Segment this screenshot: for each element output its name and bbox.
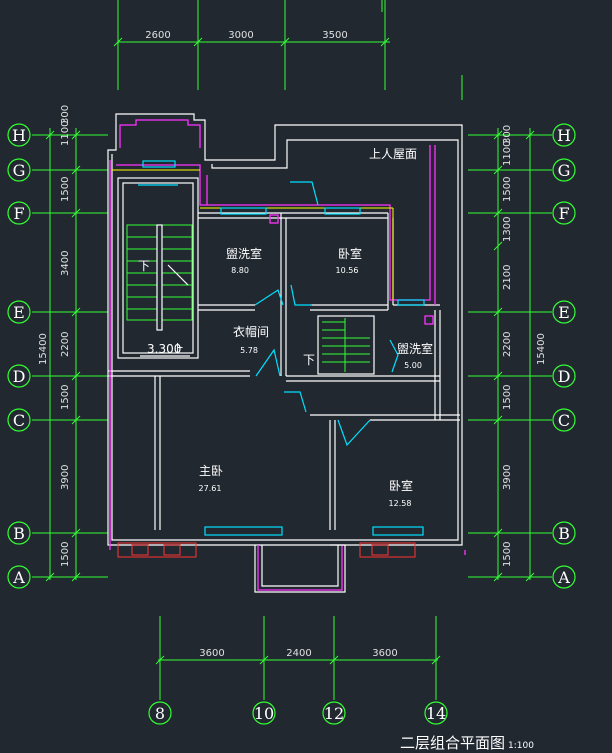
axis-bubbles-right: H G F E D C B A — [552, 123, 576, 589]
svg-text:B: B — [13, 524, 25, 543]
svg-text:3400: 3400 — [60, 251, 71, 276]
windows-and-doors — [138, 160, 425, 536]
svg-text:2100: 2100 — [502, 265, 513, 290]
svg-text:H: H — [557, 126, 571, 145]
svg-text:3600: 3600 — [372, 648, 397, 659]
svg-text:E: E — [558, 303, 570, 322]
svg-text:F: F — [558, 204, 569, 223]
svg-text:B: B — [558, 524, 570, 543]
drawing-title: 二层组合平面图 1:100 — [400, 734, 534, 752]
svg-text:12: 12 — [324, 704, 344, 723]
title-text: 二层组合平面图 — [400, 734, 505, 752]
room-name: 卧室 — [338, 246, 362, 261]
svg-text:1300: 1300 — [502, 217, 513, 242]
svg-text:3900: 3900 — [502, 465, 513, 490]
svg-text:1100: 1100 — [502, 141, 513, 166]
svg-text:300: 300 — [502, 125, 513, 144]
svg-text:1500: 1500 — [60, 542, 71, 567]
room-labels: 盥洗室 8.80 卧室 10.56 衣帽间 5.78 盥洗室 5.00 主卧 2… — [199, 147, 433, 508]
room-name: 衣帽间 — [233, 324, 269, 339]
svg-text:下: 下 — [138, 259, 150, 273]
svg-text:C: C — [13, 411, 25, 430]
axis-grid — [32, 0, 552, 700]
stair-main: 下 上 3.300 — [126, 224, 193, 357]
svg-text:2200: 2200 — [502, 332, 513, 357]
svg-text:3900: 3900 — [60, 465, 71, 490]
axis-bubbles-bottom: 8 10 12 14 — [148, 701, 448, 725]
room-area: 5.78 — [240, 346, 258, 355]
room-name: 盥洗室 — [397, 341, 433, 356]
finish-lines — [109, 119, 466, 591]
svg-text:2600: 2600 — [145, 30, 170, 41]
svg-text:A: A — [12, 568, 25, 587]
roof-label: 上人屋面 — [369, 147, 417, 161]
svg-text:1500: 1500 — [502, 385, 513, 410]
svg-text:A: A — [557, 568, 570, 587]
svg-text:15400: 15400 — [38, 333, 49, 365]
room-area: 10.56 — [336, 266, 359, 275]
svg-text:8: 8 — [155, 704, 165, 723]
stair-secondary: 下 — [303, 315, 375, 375]
svg-text:上: 上 — [172, 342, 184, 356]
svg-text:下: 下 — [303, 353, 315, 367]
svg-text:1500: 1500 — [502, 177, 513, 202]
svg-text:F: F — [13, 204, 24, 223]
svg-text:14: 14 — [426, 704, 446, 723]
svg-text:E: E — [13, 303, 25, 322]
room-name: 主卧 — [199, 464, 223, 478]
svg-text:2400: 2400 — [286, 648, 311, 659]
svg-text:D: D — [558, 367, 571, 386]
room-name: 卧室 — [389, 478, 413, 493]
svg-text:G: G — [13, 161, 26, 180]
title-scale: 1:100 — [508, 741, 534, 751]
room-area: 8.80 — [231, 266, 249, 275]
svg-text:3600: 3600 — [199, 648, 224, 659]
dimension-labels: 2600 3000 3500 3600 2400 3600 1100 300 1… — [38, 30, 547, 659]
svg-text:3.300: 3.300 — [147, 342, 181, 356]
svg-text:1100: 1100 — [60, 121, 71, 146]
svg-text:1500: 1500 — [60, 177, 71, 202]
svg-text:1500: 1500 — [60, 385, 71, 410]
svg-text:3000: 3000 — [228, 30, 253, 41]
room-area: 5.00 — [404, 361, 422, 370]
svg-text:G: G — [558, 161, 571, 180]
ac-units — [117, 542, 416, 558]
svg-text:15400: 15400 — [536, 333, 547, 365]
axis-bubbles-left: H G F E D C B A — [7, 123, 31, 589]
room-area: 12.58 — [389, 499, 412, 508]
svg-text:3500: 3500 — [322, 30, 347, 41]
svg-text:1500: 1500 — [502, 542, 513, 567]
room-name: 盥洗室 — [226, 246, 262, 261]
room-area: 27.61 — [199, 484, 222, 493]
svg-text:C: C — [558, 411, 570, 430]
svg-text:2200: 2200 — [60, 332, 71, 357]
svg-text:300: 300 — [60, 105, 71, 124]
svg-text:D: D — [13, 367, 26, 386]
construction-lines — [112, 169, 394, 300]
svg-text:10: 10 — [254, 704, 274, 723]
axis-label-h-left: H — [12, 126, 26, 145]
